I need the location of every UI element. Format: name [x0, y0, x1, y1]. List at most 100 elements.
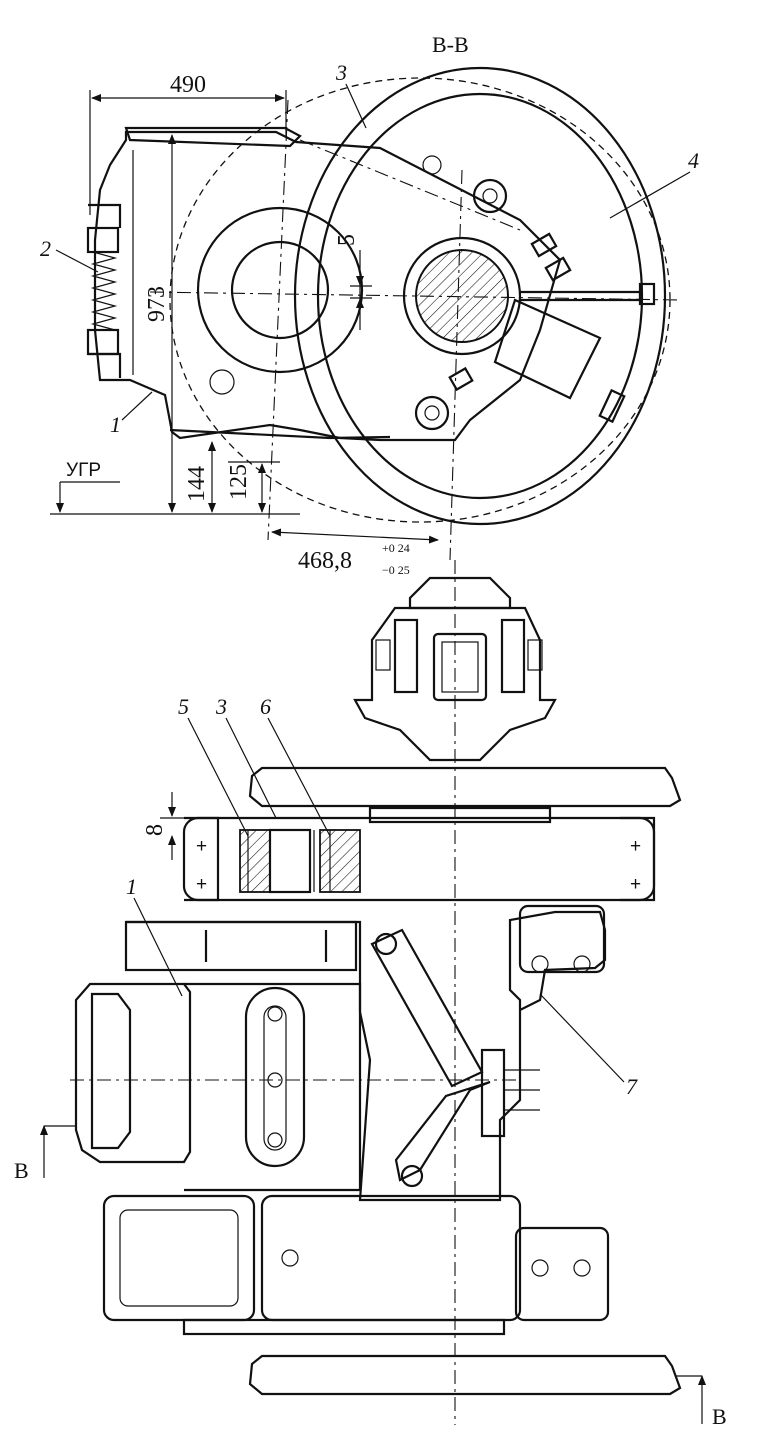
axle-box-pad-left: [375, 639, 391, 671]
link-stud-block: [480, 1048, 506, 1138]
slot-hole-3: [267, 1132, 283, 1148]
pinion-bore: [230, 240, 330, 340]
plus-mark-1: +: [196, 836, 207, 857]
axle-box-pad-right: [527, 639, 543, 671]
spring-seat-lower: [86, 328, 120, 356]
bolt-lower: [414, 395, 450, 431]
housing-lower-lip: [169, 428, 391, 440]
casing-pin-right: [638, 282, 656, 306]
bolt-upper-inner: [482, 188, 498, 204]
pinion-housing: [196, 206, 364, 374]
bolt-lower-inner: [424, 405, 440, 421]
callout-1-bottom-leader: [133, 897, 183, 997]
base-hole-3: [573, 1259, 591, 1277]
section-mark-right: В: [712, 1404, 727, 1429]
pinion-mid: [268, 828, 312, 894]
big-gear-wheel: [316, 92, 644, 500]
bracket-7-hole-1: [531, 955, 549, 973]
axis-horizontal-top: [149, 291, 681, 301]
axle-box-lug-left: [393, 618, 419, 694]
gear-casing-cap-right: [620, 816, 656, 902]
motor-base-flange: [514, 1226, 610, 1322]
dim-centre-tol-lower: −0 25: [382, 563, 410, 577]
callout-4-top-leader: [609, 171, 691, 219]
motor-slot-inner: [263, 1005, 287, 1151]
dim-centre-tol-upper: +0 24: [382, 541, 410, 555]
motor-base-right: [260, 1194, 522, 1322]
callout-5-leader: [187, 717, 249, 837]
base-hole-2: [531, 1259, 549, 1277]
section-mark-left: В: [14, 1158, 29, 1183]
bracket-7-hole-2: [573, 955, 591, 973]
spring-bracket: [88, 203, 122, 378]
dim-centre-label: 468,8: [298, 548, 352, 574]
dim-490-label: 490: [170, 72, 206, 98]
callout-2-top-leader: [55, 249, 99, 273]
callout-4-top: 4: [688, 148, 699, 173]
axis-pinion-vertical: [267, 99, 289, 541]
callout-1-top-leader: [121, 391, 153, 421]
callout-5-bottom: 5: [178, 694, 189, 719]
callout-3-top-leader: [345, 83, 367, 129]
plus-mark-3: +: [630, 836, 641, 857]
motor-upper-band: [124, 920, 358, 972]
axle-box-window-inner: [441, 641, 479, 693]
suspension-link-lower: [394, 1080, 491, 1182]
slot-hole-1: [267, 1006, 283, 1022]
dim-125-label: 125: [226, 464, 252, 500]
rail-level-label: УГР: [66, 460, 101, 481]
sensor-clamp-2: [544, 256, 572, 282]
sensor-clamp-3: [448, 366, 474, 392]
motor-base-left-inner: [119, 1209, 239, 1307]
plus-mark-4: +: [630, 874, 641, 895]
pinion-6-section: [319, 829, 361, 893]
callout-7-bottom: 7: [626, 1074, 638, 1099]
motor-main-body: [74, 982, 192, 1164]
gearbox-housing: [93, 130, 562, 442]
base-bottom-strip: [182, 1318, 506, 1336]
sensor-bracket: [493, 298, 602, 400]
axle-hub-strip: [368, 806, 552, 824]
base-hole-1: [281, 1249, 299, 1267]
spring-seat-upper: [86, 226, 120, 254]
axle-section: [415, 249, 509, 343]
callout-2-top: 2: [40, 236, 51, 261]
callout-3-bottom-leader: [225, 717, 277, 819]
axle-box-cap: [408, 576, 512, 610]
sensor-clamp-1: [530, 232, 558, 258]
motor-housing-plan: [126, 910, 607, 1202]
dim-973-label: 973: [144, 286, 170, 322]
plus-mark-2: +: [196, 874, 207, 895]
axle-box-lug-right: [500, 618, 526, 694]
callout-1-top: 1: [110, 412, 121, 437]
dim-144-label: 144: [184, 466, 210, 502]
suspension-spring: [90, 251, 118, 331]
gear-casing-outline: [293, 66, 667, 526]
callout-3-top: 3: [335, 60, 347, 85]
wheel-lower: [248, 1354, 682, 1396]
callout-3-bottom: 3: [215, 694, 227, 719]
wheel-upper: [248, 766, 682, 808]
dim-5-label: 5: [334, 234, 360, 246]
callout-7-leader: [539, 993, 625, 1083]
callout-6-bottom: 6: [260, 694, 271, 719]
casing-latch: [598, 388, 626, 424]
axle-box-window: [432, 632, 488, 702]
bolt-casing-left: [209, 369, 235, 395]
motor-base-left: [102, 1194, 256, 1322]
gear-casing-cap-left: [184, 816, 220, 902]
callout-1-bottom: 1: [126, 874, 137, 899]
callout-6-leader: [267, 717, 331, 837]
dim-5-arrow-up: [356, 276, 364, 286]
bolt-upper: [472, 178, 508, 214]
link-bolt-2: [400, 1164, 424, 1188]
pinion-5-section: [239, 829, 271, 893]
motor-frame: [184, 982, 362, 1192]
axis-axle-vertical: [449, 169, 463, 561]
bolt-housing: [422, 155, 442, 175]
dim-centre-line: [271, 528, 439, 544]
section-view-top: В-В: [40, 32, 699, 577]
housing-top-flange: [124, 126, 302, 148]
motor-end-cap: [90, 992, 132, 1150]
